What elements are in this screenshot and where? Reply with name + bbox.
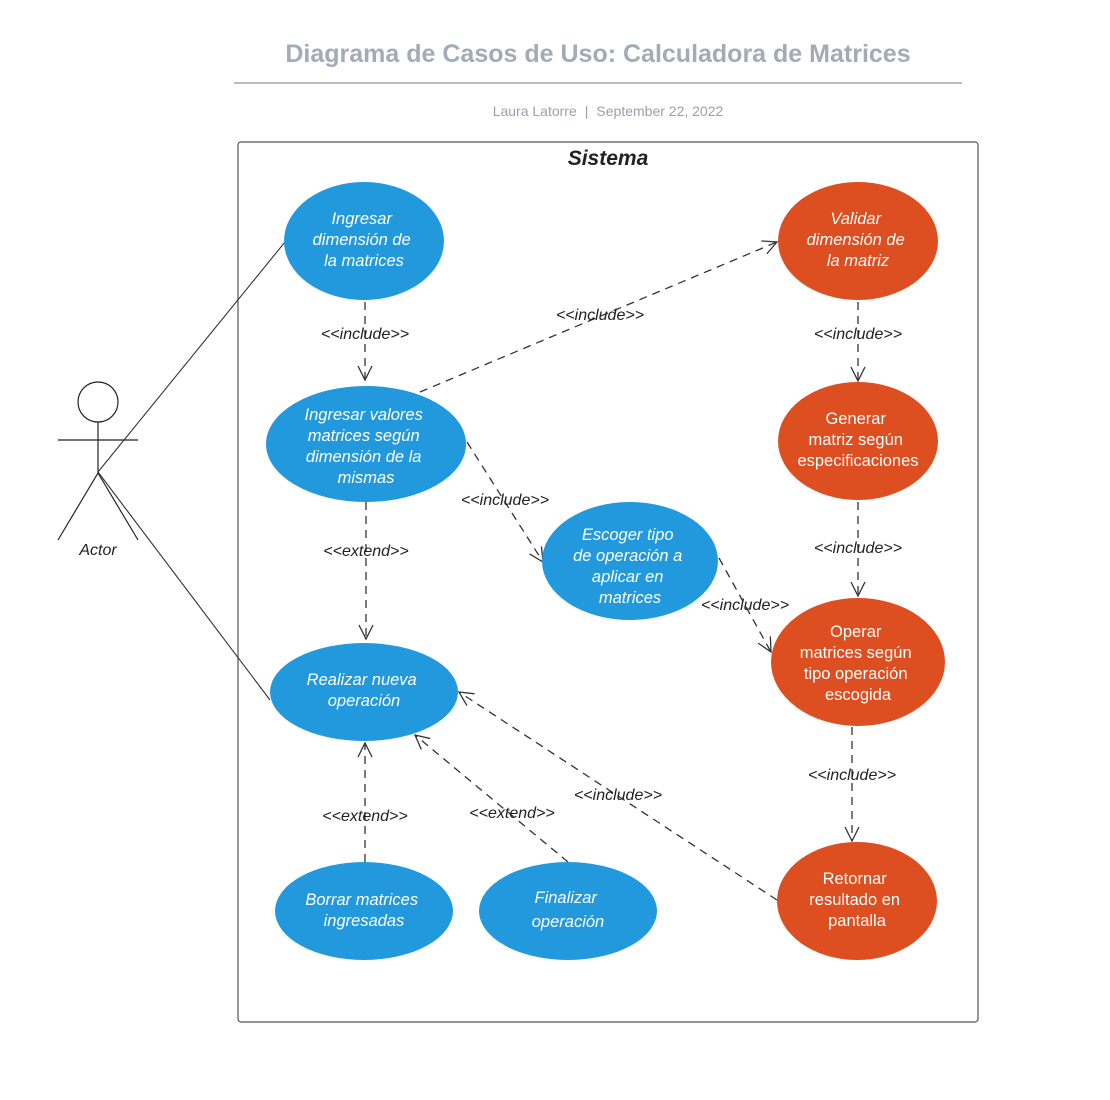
use-case-operar-matrices[interactable]: Operar matrices según tipo operación esc… [771,598,945,726]
use-case-label: Validar dimensión de la matriz [807,210,910,270]
title-divider [234,82,962,84]
use-case-label-line: Realizar nueva [307,671,417,689]
label-include: <<include>> [701,597,789,614]
label-extend: <<extend>> [322,808,407,825]
use-case-label-line: Generar [825,410,886,428]
document-date: September 22, 2022 [596,103,724,119]
association-actor-ingresar-dimension [97,241,286,473]
use-case-label-line: la matriz [827,252,890,270]
use-case-label-line: matrices [599,589,661,607]
use-case-label-line: la matrices [324,252,404,270]
include-arrow-retornar-to-realizar [457,691,778,901]
use-case-label: Ingresar dimensión de la matrices [313,210,416,270]
use-case-generar-matriz[interactable]: Generar matriz según especificaciones [778,382,938,500]
use-case-label-line: operación [532,913,604,931]
meta-separator: | [584,103,589,119]
label-include: <<include>> [808,767,896,784]
label-extend: <<extend>> [323,543,408,560]
use-case-label-line: Borrar matrices [305,891,418,909]
use-case-label-line: Retornar [823,870,888,888]
use-case-shape [284,182,444,300]
use-case-label-line: aplicar en [592,568,664,586]
use-case-label-line: matriz según [808,431,902,449]
use-case-label-line: dimensión de [313,231,411,249]
use-case-label: Retornar resultado en pantalla [809,870,904,930]
label-include: <<include>> [556,307,644,324]
use-case-label-line: tipo operación [804,665,908,683]
system-boundary [237,141,979,1023]
use-case-ingresar-dimension[interactable]: Ingresar dimensión de la matrices [284,182,444,300]
use-case-label-line: dimensión de la [306,448,422,466]
use-case-label-line: pantalla [828,912,887,930]
extend-arrow-finalizar-to-realizar [413,734,569,863]
actor-left-leg [57,472,99,541]
use-case-label-line: resultado en [809,891,900,909]
use-case-label-line: Operar [830,623,882,641]
use-case-label: Escoger tipo de operación a aplicar en m… [573,526,687,607]
include-arrow-valores-to-validar [419,240,779,393]
label-extend: <<extend>> [469,805,554,822]
use-case-retornar-resultado[interactable]: Retornar resultado en pantalla [777,842,937,960]
use-case-borrar-matrices[interactable]: Borrar matrices ingresadas [275,862,453,960]
use-case-ingresar-valores[interactable]: Ingresar valores matrices según dimensió… [266,386,466,502]
use-case-shape [777,842,937,960]
label-include: <<include>> [321,326,409,343]
use-case-label: Generar matriz según especificaciones [797,410,918,470]
use-case-validar-dimension[interactable]: Validar dimensión de la matriz [778,182,938,300]
include-arrow-escoger-to-operar [718,557,772,654]
use-case-label-line: operación [328,692,400,710]
label-include: <<include>> [814,326,902,343]
system-label: Sistema [568,147,649,170]
use-case-label: Realizar nueva operación [307,671,422,710]
label-include: <<include>> [814,540,902,557]
label-include: <<include>> [574,787,662,804]
use-case-label-line: Ingresar valores [305,406,423,424]
use-case-finalizar-operacion[interactable]: Finalizar operación [479,862,657,960]
author-name: Laura Latorre [492,103,577,119]
include-arrow-valores-to-escoger [466,441,544,564]
use-case-realizar-nueva-operacion[interactable]: Realizar nueva operación [270,643,458,741]
use-case-label-line: escogida [825,686,892,704]
use-case-label: Borrar matrices ingresadas [305,891,422,930]
use-case-label-line: ingresadas [324,912,405,930]
use-case-label-line: Ingresar [331,210,393,228]
use-case-label: Ingresar valores matrices según dimensió… [305,406,428,487]
use-case-shape [542,502,718,620]
use-case-label-line: matrices según [800,644,912,662]
association-actor-realizar-nueva [97,471,271,701]
use-case-label-line: mismas [338,469,395,487]
use-case-label-line: especificaciones [797,452,918,470]
use-case-label-line: Finalizar [535,889,599,907]
actor-figure[interactable] [57,381,139,541]
document-meta: Laura Latorre | September 22, 2022 [234,103,982,119]
use-case-label-line: Escoger tipo [582,526,674,544]
use-case-shape [771,598,945,726]
use-case-shape [479,862,657,960]
use-case-label-line: matrices según [308,427,420,445]
use-case-label-line: dimensión de [807,231,905,249]
use-case-escoger-tipo-operacion[interactable]: Escoger tipo de operación a aplicar en m… [542,502,718,620]
use-case-label: Operar matrices según tipo operación esc… [800,623,916,704]
use-case-label-line: de operación a [573,547,682,565]
use-case-shape [266,386,466,502]
diagram-title: Diagrama de Casos de Uso: Calculadora de… [285,40,911,68]
actor-right-leg [97,472,139,541]
use-case-shape [778,182,938,300]
use-case-shape [778,382,938,500]
use-case-shape [270,643,458,741]
actor-label: Actor [78,542,117,559]
use-case-shape [275,862,453,960]
use-case-label-line: Validar [830,210,882,228]
use-case-label: Finalizar operación [532,889,604,931]
label-include: <<include>> [461,492,549,509]
actor-head [77,381,119,423]
